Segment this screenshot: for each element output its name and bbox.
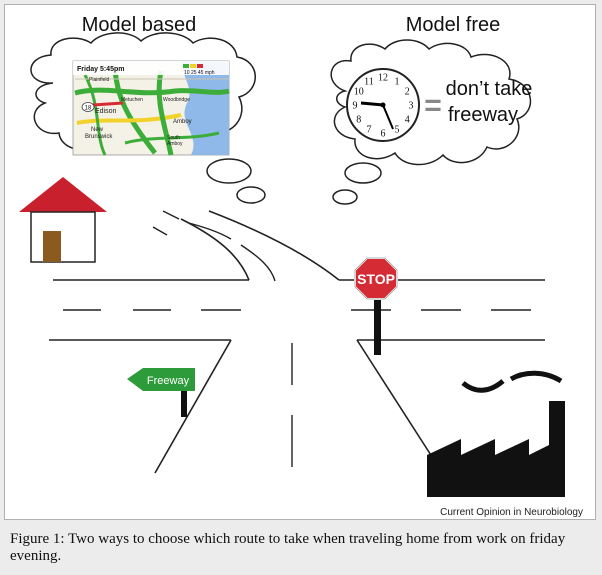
clock-numeral: 5: [395, 125, 400, 136]
clock-numeral: 7: [367, 125, 372, 136]
freeway-sign-icon: Freeway: [127, 368, 195, 417]
figure-illustration: Model based Model free Friday 5:45pm 10 …: [19, 14, 583, 518]
lane-markings: [63, 210, 531, 467]
freeway-text: freeway: [448, 104, 518, 126]
map-place-edison: Edison: [95, 108, 117, 115]
clock-numeral: 6: [381, 129, 386, 140]
clock-numeral: 12: [378, 73, 388, 84]
clock-numeral: 9: [353, 101, 358, 112]
clock-numeral: 4: [405, 115, 410, 126]
map-place-woodbridge: Woodbridge: [163, 97, 190, 103]
factory-icon: [427, 370, 565, 497]
traffic-map-image: Friday 5:45pm 10 25 45 mph Edison New Br…: [72, 60, 230, 156]
stop-sign-text: STOP: [357, 271, 395, 287]
equals-sign: =: [424, 89, 442, 122]
figure-panel: Model based Model free Friday 5:45pm 10 …: [4, 4, 596, 520]
house-icon: [19, 177, 107, 263]
map-place-new: New: [91, 127, 104, 133]
road-network: [49, 210, 545, 478]
clock-numeral: 10: [354, 87, 364, 98]
clock-numeral: 8: [356, 115, 361, 126]
map-place-plainfield: Plainfield: [89, 77, 110, 83]
clock-numeral: 11: [364, 76, 374, 87]
map-place-brunswick: Brunswick: [85, 134, 113, 140]
dont-take-text: don’t take: [446, 78, 533, 100]
map-place-metuchen: Metuchen: [121, 97, 143, 103]
model-based-title: Model based: [82, 14, 197, 36]
map-place-south: South: [167, 135, 180, 141]
model-free-title: Model free: [406, 14, 501, 36]
map-place-south-amboy: Amboy: [167, 141, 183, 147]
clock-numeral: 3: [409, 101, 414, 112]
map-time-label: Friday 5:45pm: [77, 66, 124, 73]
source-credit: Current Opinion in Neurobiology: [440, 507, 583, 518]
freeway-sign-text: Freeway: [147, 375, 190, 387]
map-speed-legend: 10 25 45 mph: [184, 70, 215, 76]
clock-numeral: 2: [405, 87, 410, 98]
map-route-shield: 18: [85, 106, 92, 112]
clock-numeral: 1: [395, 76, 400, 87]
stop-sign-icon: STOP: [354, 257, 398, 355]
map-place-amboy: Amboy: [173, 119, 192, 125]
figure-caption: Figure 1: Two ways to choose which route…: [10, 531, 566, 564]
